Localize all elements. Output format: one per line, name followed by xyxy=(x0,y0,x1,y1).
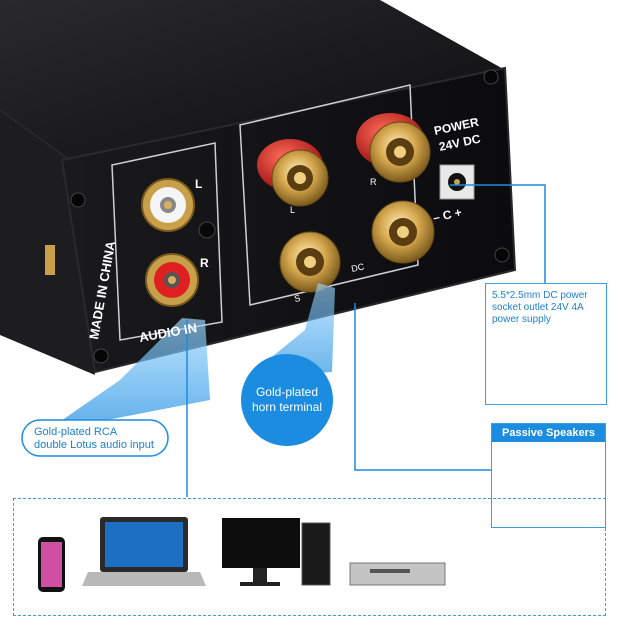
power-line3: power supply xyxy=(492,314,551,325)
screw-icon xyxy=(494,247,510,263)
ground-screw-icon xyxy=(198,221,216,239)
screw-icon xyxy=(70,192,86,208)
rca-callout: Gold-plated RCA double Lotus audio input xyxy=(34,426,154,452)
power-connector-line xyxy=(450,184,546,283)
chassis-top xyxy=(0,0,505,160)
phone-icon xyxy=(38,537,65,592)
dc-power-socket xyxy=(439,164,475,200)
passive-speakers-box: Passive Speakers xyxy=(491,423,606,528)
power-line1: 5.5*2.5mm DC power xyxy=(492,290,588,301)
passive-speakers-title: Passive Speakers xyxy=(492,424,605,442)
binding-post-black-right xyxy=(371,200,435,264)
rca-beam xyxy=(45,318,210,432)
dvd-player-icon xyxy=(349,562,446,586)
power-line2: socket outlet 24V 4A xyxy=(492,302,584,313)
left-channel-label: L xyxy=(195,177,202,191)
desktop-pc-icon xyxy=(222,518,331,586)
power-supply-box: 5.5*2.5mm DC power socket outlet 24V 4A … xyxy=(485,283,607,405)
horn-callout-bubble xyxy=(241,354,333,446)
speaker-fragment-dc: DC xyxy=(350,261,365,274)
power-supply-text: 5.5*2.5mm DC power socket outlet 24V 4A … xyxy=(492,290,600,326)
horn-callout: Gold-plated horn terminal xyxy=(246,385,328,415)
source-devices-box xyxy=(13,498,606,616)
speaker-fragment-r: R xyxy=(370,177,377,187)
horn-callout-line2: horn terminal xyxy=(251,400,323,414)
side-sticker xyxy=(45,245,55,275)
rca-callout-line2: double Lotus audio input xyxy=(34,439,154,451)
binding-post-red-right xyxy=(356,113,431,183)
audio-in-frame xyxy=(111,142,223,341)
screw-icon xyxy=(483,69,499,85)
speaker-connector-line xyxy=(354,303,491,471)
speaker-fragment-l: L xyxy=(290,205,295,215)
polarity-label: – C + xyxy=(432,205,463,225)
screw-icon xyxy=(93,348,109,364)
horn-beam xyxy=(246,283,335,378)
right-channel-label: R xyxy=(200,256,209,270)
rca-jack-right xyxy=(145,253,199,307)
rca-callout-line1: Gold-plated RCA xyxy=(34,426,118,438)
laptop-icon xyxy=(82,517,206,586)
horn-callout-line1: Gold-plated xyxy=(255,385,319,399)
binding-post-black-left xyxy=(279,231,341,293)
rca-callout-bubble xyxy=(21,419,169,457)
rca-jack-left xyxy=(141,178,195,232)
speaker-fragment-s: S xyxy=(293,293,301,304)
speaker-frame xyxy=(239,84,419,306)
binding-post-red-left xyxy=(257,139,329,207)
